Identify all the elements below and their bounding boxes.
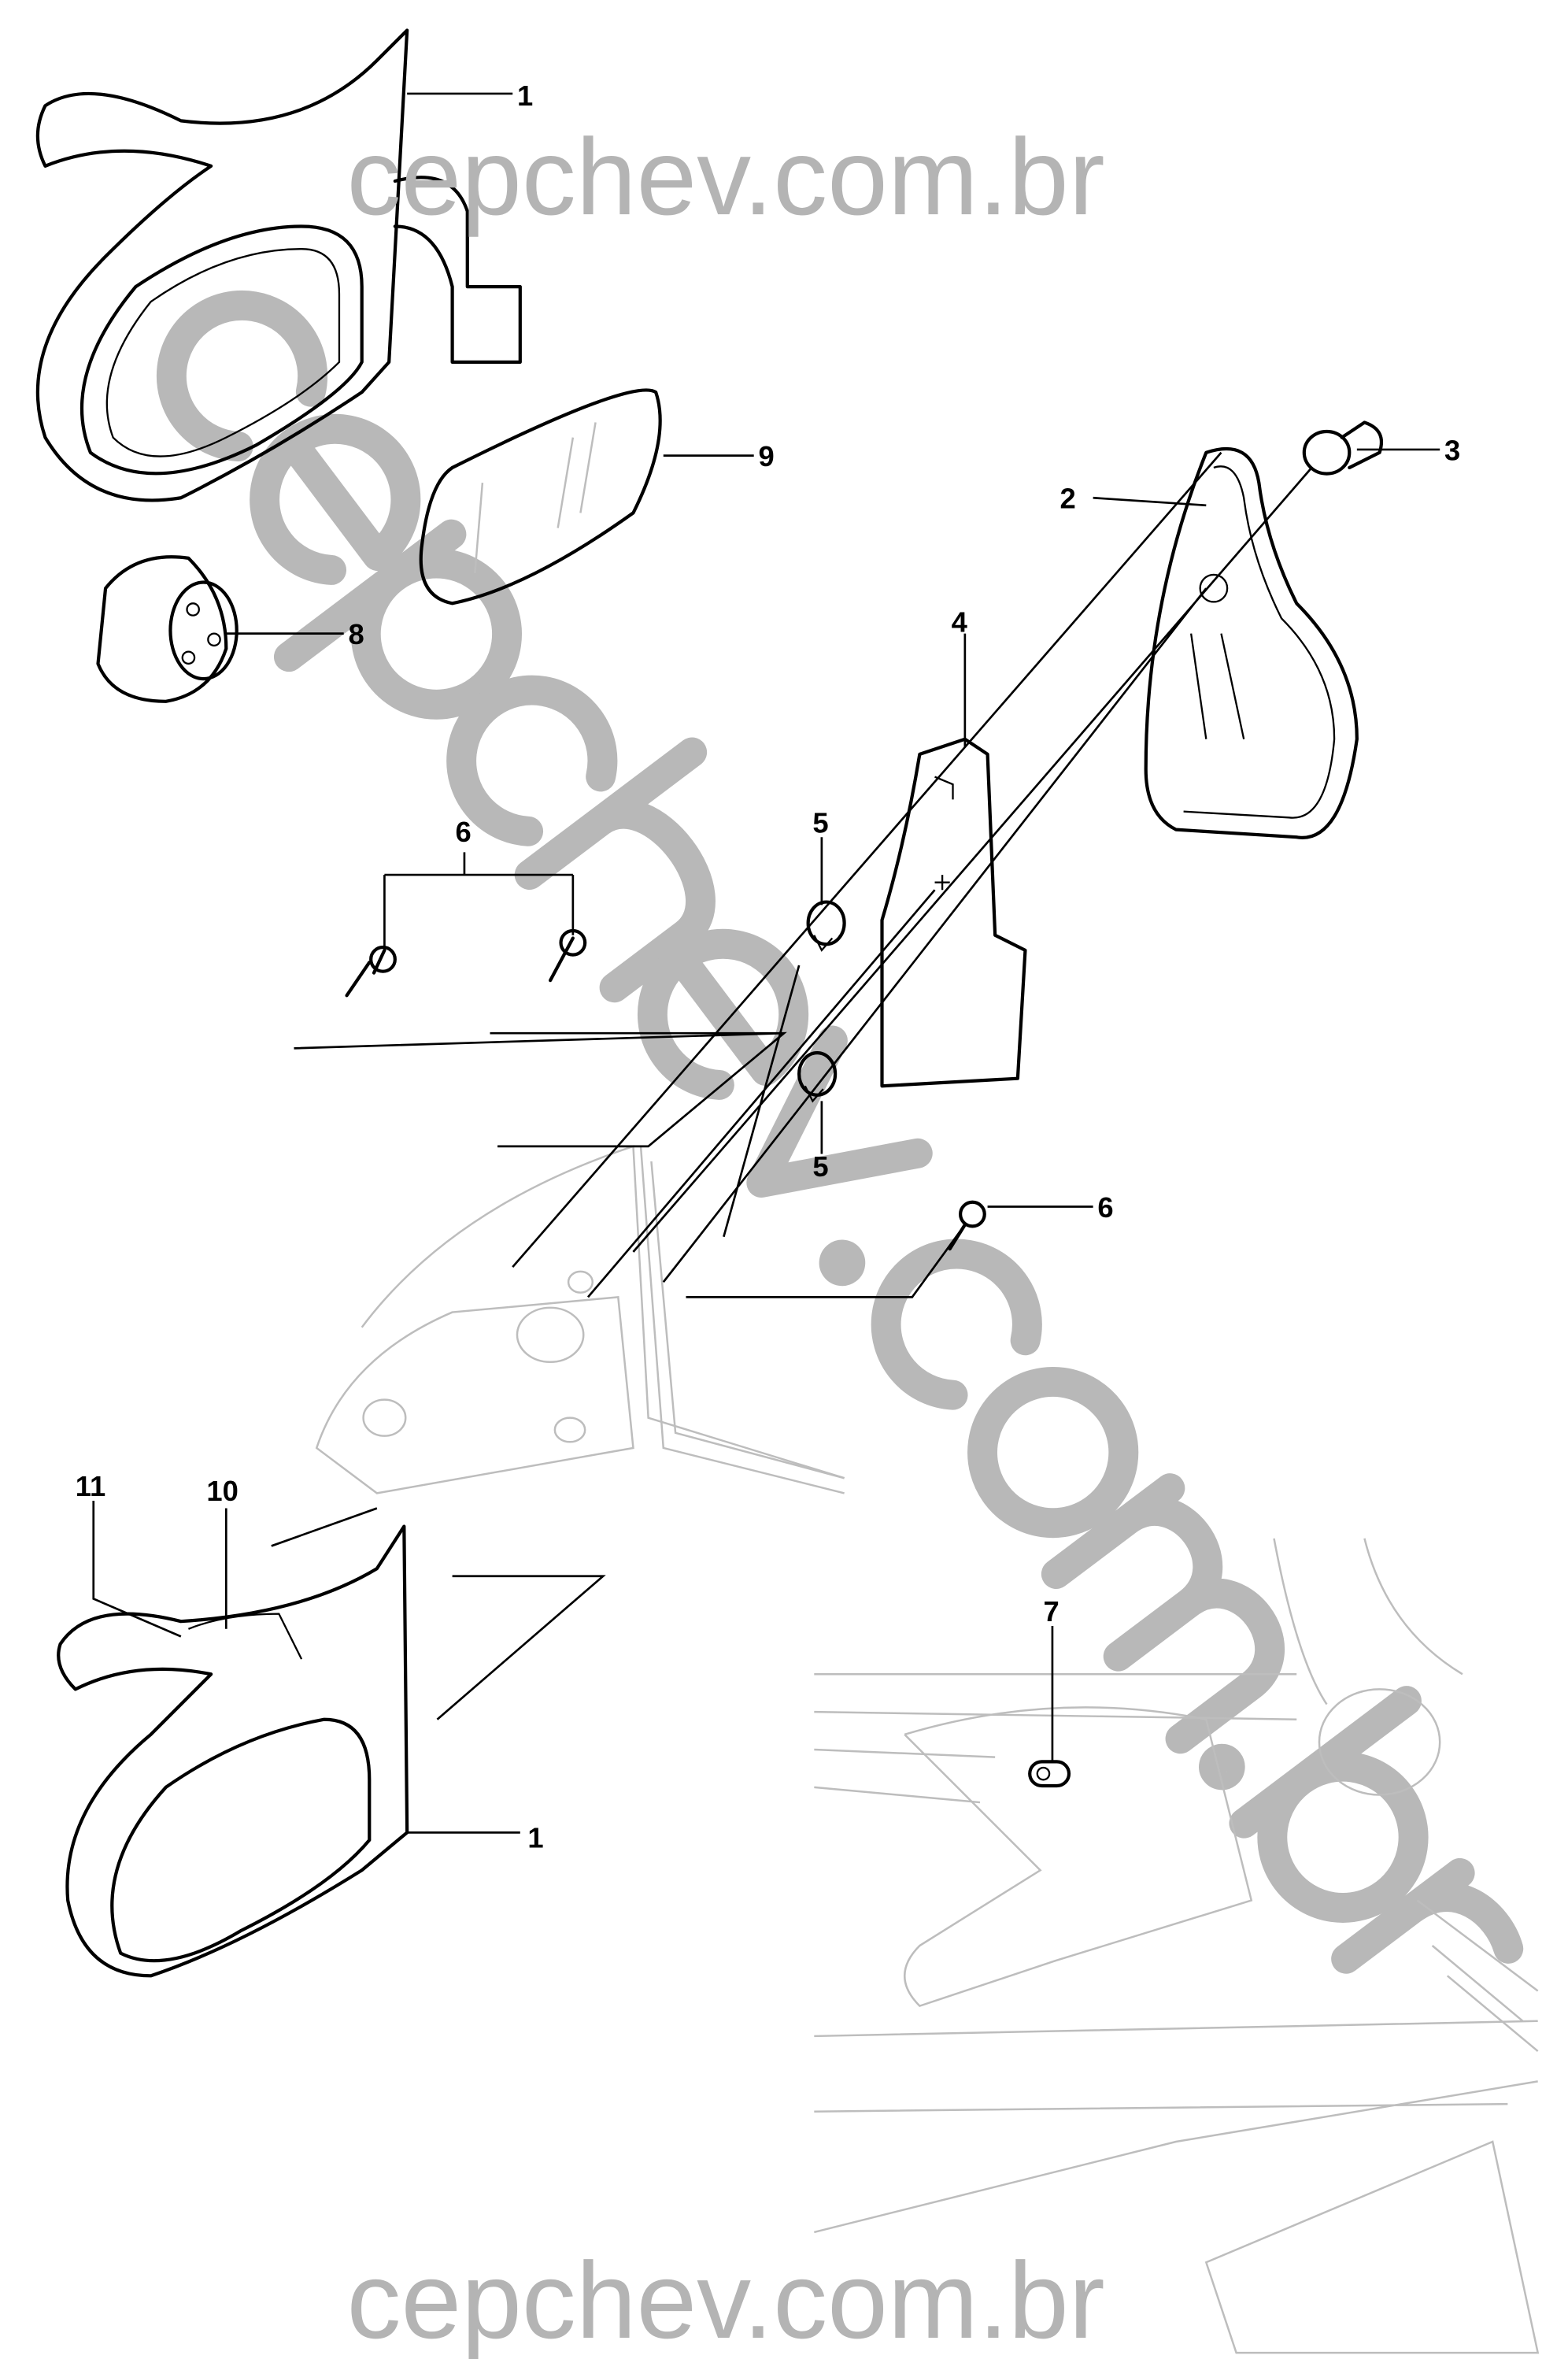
callout-3: 3 <box>1444 434 1460 466</box>
mounting-plate <box>880 737 1027 1088</box>
leader-lines <box>92 92 1440 1834</box>
callout-6-pair: 6 <box>455 816 471 848</box>
mirror-assembly-lower <box>57 1524 409 1978</box>
watermark-diagonal <box>156 290 1524 1974</box>
watermark-glyph <box>638 928 809 1100</box>
screw-pair <box>345 928 587 998</box>
clip-lower <box>797 1051 838 1103</box>
watermark-glyph <box>514 737 716 1003</box>
watermark-glyph <box>1229 1686 1429 1923</box>
callout-1-lower: 1 <box>527 1822 543 1854</box>
callout-10: 10 <box>206 1475 238 1507</box>
callout-1-upper: 1 <box>517 80 533 112</box>
callout-6-single: 6 <box>1097 1191 1113 1224</box>
watermark-glyph <box>156 290 328 461</box>
adjust-knob <box>1302 420 1384 476</box>
inner-trim-cover <box>1144 446 1359 839</box>
mirror-assembly-upper <box>35 28 522 502</box>
watermark-top: cepchev.com.br <box>347 117 1105 238</box>
callout-9: 9 <box>758 440 774 472</box>
motor-actuator <box>96 555 239 703</box>
watermark-glyph <box>871 1239 1042 1410</box>
watermark-glyph <box>1331 1857 1524 1974</box>
watermark-glyph <box>273 519 522 720</box>
watermark-bottom: cepchev.com.br <box>347 2240 1105 2359</box>
callout-7: 7 <box>1043 1595 1059 1628</box>
mirror-switch <box>1028 1760 1071 1788</box>
callout-2: 2 <box>1060 483 1076 515</box>
watermark-glyph <box>746 1025 933 1198</box>
callout-5-lower: 5 <box>812 1150 828 1183</box>
callout-4: 4 <box>952 606 968 639</box>
callout-5-upper: 5 <box>812 806 828 839</box>
watermark-glyph <box>446 675 618 846</box>
watermark-glyph <box>250 413 421 585</box>
door-panel-outline <box>315 1145 1540 2354</box>
watermark-glyph <box>1041 1473 1285 1754</box>
callout-11: 11 <box>76 1470 105 1502</box>
watermark-glyph <box>1199 1743 1245 1791</box>
callout-8: 8 <box>348 618 364 650</box>
clip-upper <box>806 900 846 952</box>
mirror-glass <box>419 388 662 605</box>
watermark-glyph <box>819 1239 866 1287</box>
callout-labels: 1 9 3 2 4 8 6 5 5 6 11 10 7 1 <box>76 80 1460 1854</box>
watermark-glyph <box>967 1367 1139 1539</box>
